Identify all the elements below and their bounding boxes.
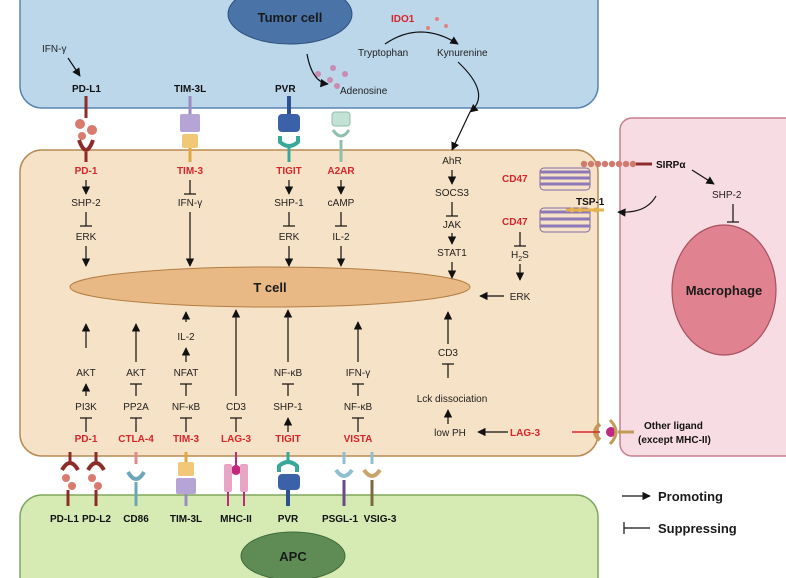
a2ar-top-receptor [331, 111, 351, 162]
cd47-bottom-protein [539, 207, 591, 233]
tigit-top-erk: ERK [279, 232, 300, 243]
tryptophan-label: Tryptophan [358, 48, 408, 59]
cd47-bottom-label: CD47 [502, 217, 528, 228]
tigit-bottom-shp1: SHP-1 [273, 402, 303, 413]
tumor-ligand-pvr: PVR [275, 84, 296, 95]
apc-ligand-pdl1: PD-L1 [50, 514, 79, 525]
tigit-bottom-nfkb: NF-κB [274, 368, 303, 379]
kynurenine-dots [426, 17, 448, 30]
t-cell-title: T cell [253, 280, 286, 295]
top-receptor-pd1: PD-1 [75, 166, 98, 177]
other-ligand-pair [593, 418, 634, 446]
tim3-bottom-nfat: NFAT [174, 368, 199, 379]
bottom-receptor-vista: VISTA [344, 434, 373, 445]
kynurenine-label: Kynurenine [437, 48, 488, 59]
apc-cell: APC [19, 494, 599, 578]
tsp1-ligand [566, 207, 604, 213]
bottom-receptor-pd1: PD-1 [75, 434, 98, 445]
a2ar-top-il2: IL-2 [332, 232, 350, 243]
tumor-ligand-tim3l: TIM-3L [174, 84, 206, 95]
lag3-mhc2-bottom-pair [224, 452, 248, 506]
a2ar-top-camp: cAMP [328, 198, 355, 209]
tsp1-label: TSP-1 [576, 197, 605, 208]
tigit-top-shp1: SHP-1 [274, 198, 304, 209]
low-ph-label: low PH [434, 428, 466, 439]
sirpa-label: SIRPα [656, 160, 686, 171]
bottom-receptor-lag3: LAG-3 [221, 434, 251, 445]
apc-ligand-tim3l: TIM-3L [170, 514, 202, 525]
top-receptor-tim3: TIM-3 [177, 166, 204, 177]
ctla4-bottom-pp2a: PP2A [123, 402, 149, 413]
tim3l-tim3-top-pair [180, 96, 200, 162]
vista-bottom-ifn: IFN-γ [346, 368, 370, 379]
ctla4-cd86-bottom-pair [126, 452, 146, 506]
t-cell: T cell [19, 149, 599, 457]
pvr-tigit-top-pair [278, 96, 300, 162]
macrophage-shp2-label: SHP-2 [712, 190, 742, 201]
ahr-label: AhR [442, 156, 461, 167]
apc-ligand-mhc2: MHC-II [220, 514, 252, 525]
macrophage-cell: Macrophage [619, 117, 786, 457]
apc-ligand-vsig3: VSIG-3 [364, 514, 397, 525]
tim3-tim3l-bottom-pair [176, 452, 196, 506]
adenosine-dots [315, 65, 348, 89]
socs3-label: SOCS3 [435, 188, 469, 199]
tumor-ligand-pdl1: PD-L1 [72, 84, 101, 95]
legend-promoting: Promoting [658, 489, 723, 504]
stat1-label: STAT1 [437, 248, 467, 259]
cd3-right-label: CD3 [438, 348, 458, 359]
tim3-bottom-nfkb: NF-κB [172, 402, 201, 413]
tim3-top-ifn: IFN-γ [178, 198, 202, 209]
pdl1-pd1-top-pair [75, 96, 97, 162]
pd1-top-shp2: SHP-2 [71, 198, 101, 209]
apc-title: APC [279, 549, 307, 564]
ido1-label: IDO1 [391, 14, 415, 25]
macrophage-title: Macrophage [686, 283, 763, 298]
pd1-top-erk: ERK [76, 232, 97, 243]
apc-ligand-psgl1: PSGL-1 [322, 514, 359, 525]
jak-label: JAK [443, 220, 462, 231]
h2s-label: H2S [511, 250, 529, 263]
bottom-receptor-tigit: TIGIT [275, 434, 301, 445]
cd47-top-protein [539, 167, 591, 191]
erk-right-label: ERK [510, 292, 531, 303]
vista-psgl1-vsig3-bottom-pair [334, 452, 382, 506]
bottom-receptor-tim3: TIM-3 [173, 434, 200, 445]
legend-suppressing: Suppressing [658, 521, 737, 536]
tigit-pvr-bottom-pair [277, 452, 300, 506]
vista-bottom-nfkb: NF-κB [344, 402, 373, 413]
tumor-cell-title: Tumor cell [258, 10, 323, 25]
lag3-bottom-cd3: CD3 [226, 402, 246, 413]
lck-dissociation-label: Lck dissociation [417, 394, 488, 405]
other-ligand-sublabel: (except MHC-II) [638, 435, 711, 446]
lag3-right-label: LAG-3 [510, 428, 540, 439]
tim3-bottom-il2: IL-2 [177, 332, 195, 343]
apc-ligand-pvr: PVR [278, 514, 299, 525]
top-receptor-a2ar: A2AR [327, 166, 355, 177]
pd1-bottom-akt: AKT [76, 368, 95, 379]
cd47-top-label: CD47 [502, 174, 528, 185]
pd1-pdl1-pdl2-bottom-pair [60, 452, 106, 506]
other-ligand-label: Other ligand [644, 421, 703, 432]
top-receptor-tigit: TIGIT [276, 166, 302, 177]
sirpa-beads [580, 160, 637, 168]
legend: Promoting Suppressing [622, 489, 737, 536]
tumor-cell: Tumor cell [19, 0, 599, 109]
adenosine-label: Adenosine [340, 86, 388, 97]
tumor-ifn-label: IFN-γ [42, 44, 66, 55]
pd1-bottom-pi3k: PI3K [75, 402, 97, 413]
ctla4-bottom-akt: AKT [126, 368, 145, 379]
bottom-receptor-ctla4: CTLA-4 [118, 434, 154, 445]
apc-ligand-cd86: CD86 [123, 514, 149, 525]
apc-ligand-pdl2: PD-L2 [82, 514, 111, 525]
